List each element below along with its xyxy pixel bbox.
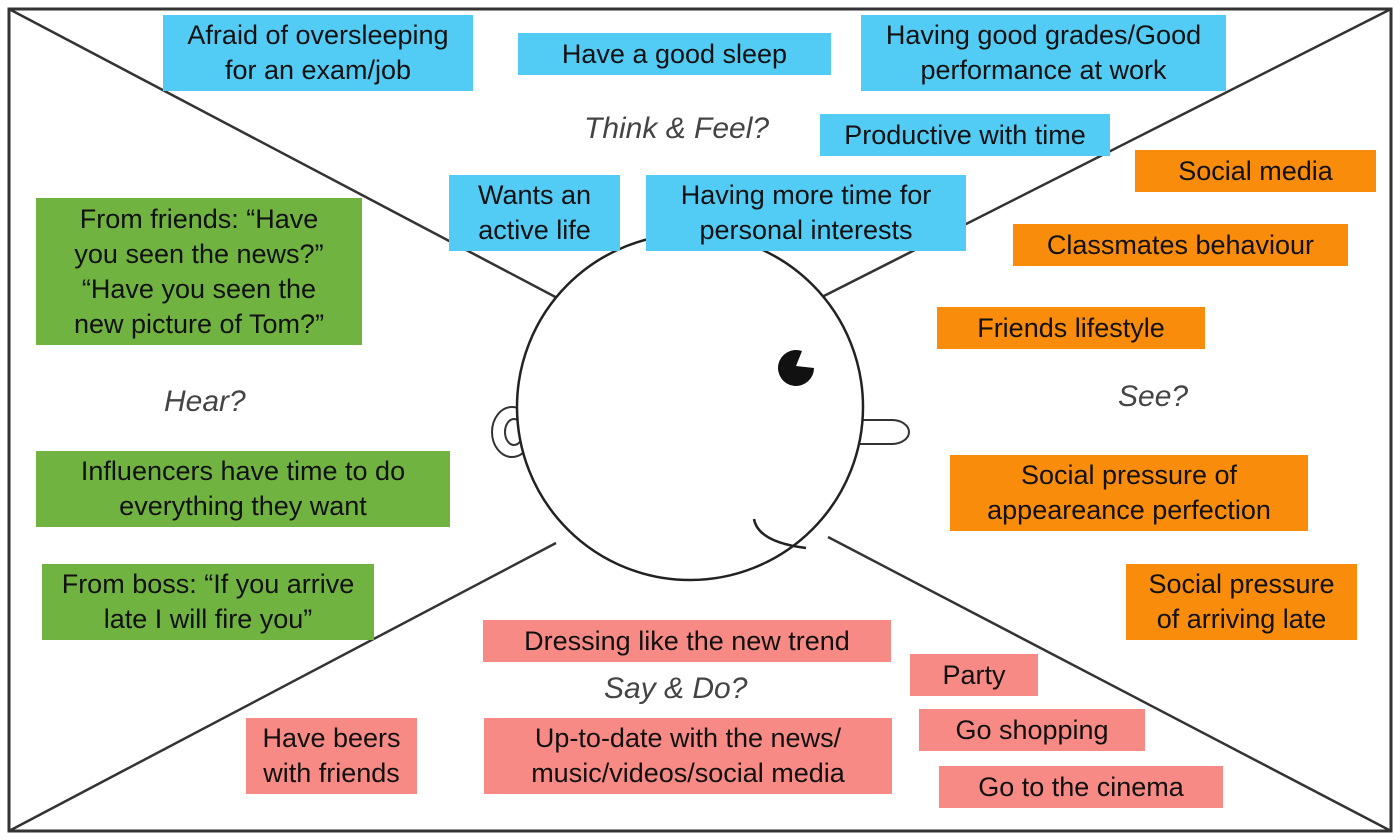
say-do-label: Say & Do? <box>604 672 748 705</box>
think-note-good-sleep: Have a good sleep <box>518 33 831 75</box>
say-note-party: Party <box>910 654 1038 696</box>
divider-bottom-right <box>827 535 1392 833</box>
see-note-classmates: Classmates behaviour <box>1013 224 1348 266</box>
say-note-dressing-trend: Dressing like the new trend <box>483 620 891 662</box>
see-label: See? <box>1118 380 1189 413</box>
think-note-productive: Productive with time <box>820 114 1110 156</box>
eye-icon <box>778 349 814 386</box>
think-feel-label: Think & Feel? <box>584 112 770 145</box>
see-note-friends-lifestyle: Friends lifestyle <box>937 307 1205 349</box>
divider-top-left <box>8 7 564 303</box>
hear-label: Hear? <box>164 385 246 418</box>
say-note-up-to-date: Up-to-date with the news/music/videos/so… <box>484 718 892 794</box>
nose-icon <box>858 419 910 445</box>
mouth-icon <box>752 518 807 550</box>
say-note-go-shopping: Go shopping <box>919 709 1145 751</box>
divider-bottom-left <box>8 541 557 833</box>
say-note-cinema: Go to the cinema <box>939 766 1223 808</box>
see-note-social-media: Social media <box>1135 150 1376 192</box>
map-frame <box>7 7 1393 833</box>
head-icon <box>515 232 865 582</box>
